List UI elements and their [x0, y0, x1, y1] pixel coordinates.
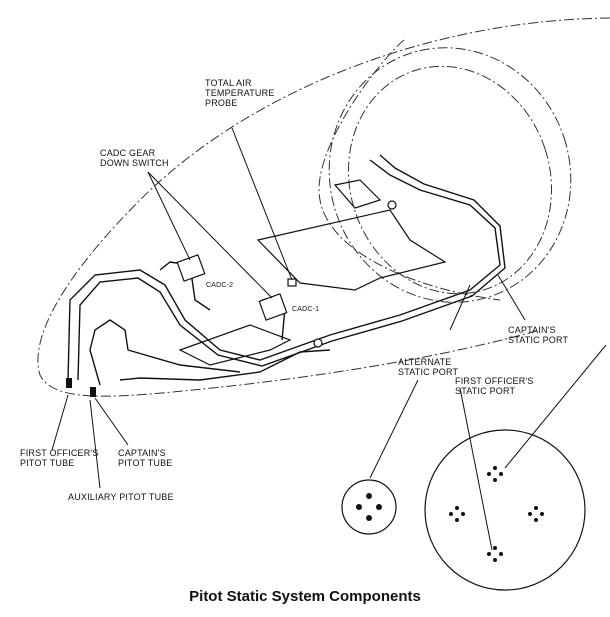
static-line — [119, 349, 331, 381]
fo-pitot-tube — [66, 378, 72, 388]
pitot-line-3 — [89, 319, 241, 386]
label-cadc1: CADC-1 — [292, 306, 320, 313]
captain-fo-static-detail — [424, 429, 586, 591]
leader-alt-static-top — [449, 284, 471, 331]
pitot-line-1 — [67, 159, 501, 381]
leader-cap-static-detail — [504, 344, 607, 469]
fuselage-outline — [37, 17, 610, 397]
leader-cap-pitot — [94, 397, 129, 446]
label-tat-probe: TOTAL AIR TEMPERATURE PROBE — [205, 78, 275, 108]
diagram-caption: Pitot Static System Components — [189, 588, 421, 605]
label-cadc-gear-switch: CADC GEAR DOWN SWITCH — [100, 148, 169, 168]
label-captain-static: CAPTAIN'S STATIC PORT — [508, 325, 569, 345]
label-aux-pitot: AUXILIARY PITOT TUBE — [68, 492, 174, 502]
frame-fitting — [387, 200, 397, 210]
floor-panel — [256, 209, 447, 291]
pitot-line-2 — [77, 154, 506, 381]
probe-fitting — [313, 338, 323, 348]
label-fo-pitot: FIRST OFFICER'S PITOT TUBE — [20, 448, 99, 468]
leader-cap-static — [497, 274, 526, 321]
leader-fo-pitot — [51, 394, 69, 451]
upper-shelf — [333, 179, 382, 209]
fuselage-section-inner — [347, 65, 553, 295]
leader-fo-static-detail — [459, 387, 493, 551]
label-fo-static: FIRST OFFICER'S STATIC PORT — [455, 376, 534, 396]
leader-cadc-b — [147, 171, 273, 299]
fuselage-section-outer — [328, 47, 572, 303]
alternate-static-detail — [341, 479, 397, 535]
cadc2-unit — [176, 254, 206, 282]
lower-bay — [178, 324, 292, 366]
tat-probe-unit — [287, 278, 297, 287]
label-captain-pitot: CAPTAIN'S PITOT TUBE — [118, 448, 173, 468]
fuselage-rear-frame — [318, 39, 501, 301]
cadc1-unit — [258, 293, 288, 321]
leader-cadc-a — [147, 171, 191, 261]
leader-aux-pitot — [89, 399, 101, 489]
captain-pitot-tube — [90, 387, 96, 397]
label-cadc2: CADC-2 — [206, 282, 234, 289]
leader-alt-static — [369, 379, 419, 479]
leader-tat — [231, 127, 293, 281]
label-alternate-static: ALTERNATE STATIC PORT — [398, 357, 459, 377]
